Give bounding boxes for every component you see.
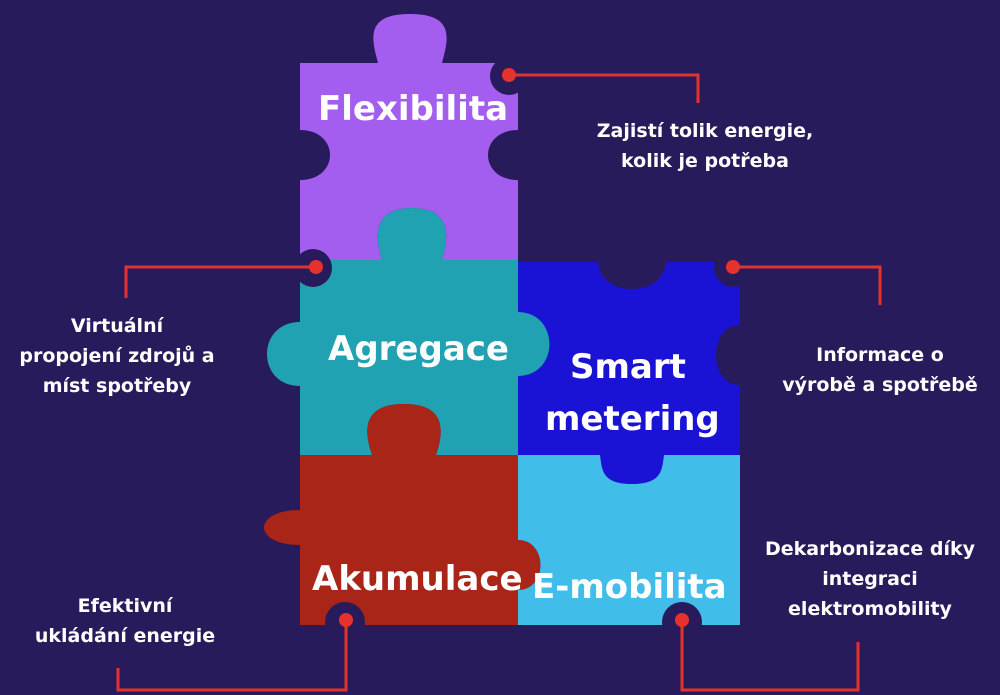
caption-flex-line1: Zajistí tolik energie,: [596, 120, 814, 142]
caption-akum-line2: ukládání energie: [34, 625, 216, 647]
caption-emob-line1: Dekarbonizace díky: [765, 538, 975, 560]
piece-agregace: [267, 208, 550, 455]
connector-dot-emob: [675, 613, 689, 627]
label-emobilita: E-mobilita: [532, 567, 727, 607]
connector-dot-flex: [502, 68, 516, 82]
caption-emobilita: Dekarbonizace díky integraci elektromobi…: [742, 534, 998, 624]
caption-agr-line3: míst spotřeby: [42, 375, 192, 397]
piece-akumulace: [264, 404, 541, 625]
caption-emob-line2: integraci: [822, 568, 918, 590]
caption-agregace: Virtuální propojení zdrojů a míst spotře…: [0, 311, 234, 401]
caption-smart: Informace o výrobě a spotřebě: [762, 340, 998, 400]
piece-smart-metering: [518, 262, 740, 484]
connector-smart: [733, 265, 882, 305]
piece-emobilita: [518, 455, 740, 625]
label-flexibilita: Flexibilita: [318, 89, 509, 129]
caption-flexibilita: Zajistí tolik energie, kolik je potřeba: [560, 116, 850, 176]
connector-emob: [680, 620, 860, 692]
label-smart: Smart: [570, 347, 686, 387]
caption-akum-line1: Efektivní: [77, 595, 173, 617]
connector-akum: [116, 620, 348, 692]
caption-emob-line3: elektromobility: [788, 598, 952, 620]
connector-dot-agr: [309, 260, 323, 274]
label-metering: metering: [545, 399, 720, 439]
caption-akumulace: Efektivní ukládání energie: [20, 591, 230, 651]
caption-smart-line2: výrobě a spotřebě: [782, 374, 978, 396]
connector-agr: [124, 265, 316, 298]
piece-flexibilita: [300, 14, 518, 260]
caption-agr-line2: propojení zdrojů a: [19, 345, 215, 367]
connector-dot-smart: [726, 260, 740, 274]
label-agregace: Agregace: [328, 329, 509, 369]
caption-agr-line1: Virtuální: [70, 315, 164, 337]
caption-flex-line2: kolik je potřeba: [621, 150, 789, 172]
label-akumulace: Akumulace: [312, 559, 523, 599]
caption-smart-line1: Informace o: [816, 344, 944, 366]
connector-flex: [509, 73, 700, 103]
connector-dot-akum: [339, 613, 353, 627]
